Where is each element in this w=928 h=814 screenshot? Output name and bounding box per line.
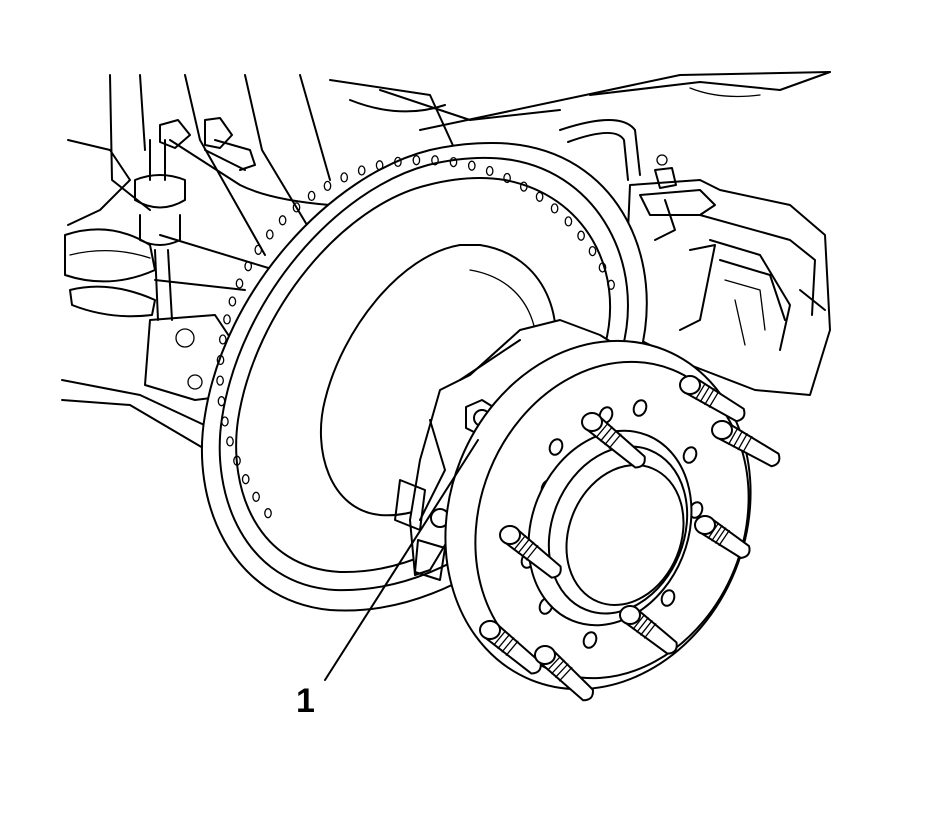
wheel-stud: [534, 645, 594, 702]
vent-hole: [292, 202, 301, 213]
vent-hole: [278, 215, 287, 226]
rotor-vent-holes: [216, 155, 615, 519]
vent-hole: [535, 191, 544, 202]
vent-hole: [265, 229, 274, 240]
brake-caliper: [624, 154, 831, 396]
callout-1: 1: [296, 439, 479, 720]
suspension-frame: [61, 71, 831, 456]
vent-hole: [375, 160, 384, 171]
wheel-stud: [711, 420, 781, 468]
vent-hole: [264, 508, 272, 519]
wheel-stud: [499, 525, 562, 579]
flange-hole: [632, 399, 648, 417]
vent-hole: [252, 491, 260, 502]
vent-hole: [564, 216, 573, 227]
flange-hole: [682, 446, 698, 464]
wheel-stud: [619, 605, 678, 655]
vent-hole: [233, 455, 241, 466]
wheel-stud: [581, 412, 646, 469]
vent-hole: [607, 279, 615, 290]
vent-hole: [216, 375, 224, 386]
vent-hole: [218, 334, 227, 345]
vent-hole: [340, 172, 349, 183]
vent-hole: [519, 181, 528, 192]
callout-leader-line: [324, 439, 479, 681]
vent-hole: [228, 296, 237, 307]
vent-hole: [503, 172, 511, 184]
flange-hole: [548, 438, 564, 456]
hub-flange: [444, 339, 752, 691]
vent-hole: [431, 155, 439, 166]
vent-hole: [357, 165, 366, 176]
vent-hole: [226, 436, 234, 447]
vent-hole: [217, 396, 226, 407]
vent-hole: [216, 354, 225, 366]
vent-hole: [394, 156, 402, 168]
vent-hole: [412, 155, 421, 166]
vent-hole: [323, 180, 332, 192]
wheel-stud: [694, 515, 751, 559]
flange-hole: [660, 589, 676, 607]
vent-hole: [588, 245, 597, 257]
vent-hole: [467, 160, 476, 171]
vent-hole: [449, 156, 458, 168]
vent-hole: [235, 278, 244, 289]
vent-hole: [485, 165, 494, 177]
vent-hole: [577, 230, 585, 241]
vent-hole: [223, 314, 231, 325]
wheel-studs: [479, 375, 781, 702]
vent-hole: [221, 416, 229, 427]
callout-label: 1: [296, 682, 315, 720]
wheel-stud: [679, 375, 746, 423]
vent-hole: [254, 244, 263, 255]
vent-hole: [598, 262, 607, 273]
vent-hole: [550, 203, 559, 214]
flange-hole: [582, 631, 598, 649]
vent-hole: [307, 190, 316, 202]
vent-hole: [244, 261, 253, 272]
vent-hole: [241, 474, 250, 485]
